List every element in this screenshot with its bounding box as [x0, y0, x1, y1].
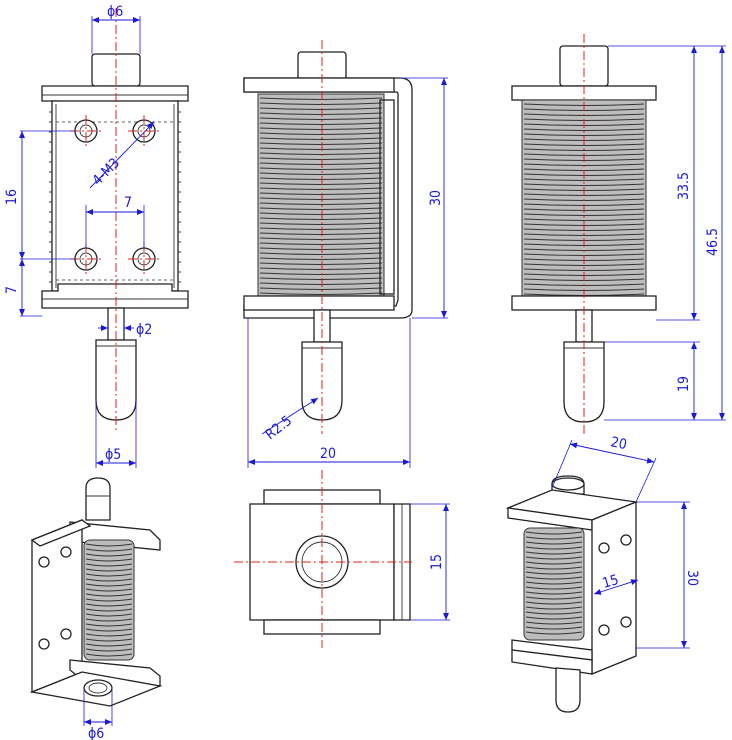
dim-iso-right-depth: 15 [601, 572, 621, 592]
dim-side-height: 30 [428, 190, 444, 206]
dim-front-hole-spacing-v: 16 [4, 189, 20, 205]
iso-right-view [505, 475, 639, 713]
dim-iso-right-height: 30 [684, 570, 700, 586]
dim-rear-total-height: 46.5 [705, 228, 721, 256]
iso-left-coil-windings [85, 543, 133, 657]
iso-left-dimensions: ϕ6 [83, 690, 113, 740]
dim-side-radius: R2.5 [263, 413, 296, 443]
dim-top-view-width: 15 [429, 554, 445, 570]
dim-front-shaft-dia: ϕ2 [136, 322, 152, 338]
dim-front-top-dia: ϕ6 [107, 4, 123, 20]
dim-side-width: 20 [320, 446, 336, 462]
top-view [234, 470, 412, 648]
iso-left-view [29, 477, 163, 707]
dim-rear-plunger-length: 19 [676, 376, 692, 392]
dim-front-hole-bottom: 7 [4, 286, 20, 294]
dim-iso-right-width: 20 [609, 434, 628, 453]
front-view [41, 8, 189, 432]
dim-rear-body-height: 33.5 [676, 172, 692, 200]
iso-right-coil-windings [525, 531, 583, 635]
top-view-dimensions: 15 [410, 503, 450, 621]
dim-iso-left-bottom-dia: ϕ6 [88, 726, 104, 740]
dim-front-plunger-dia: ϕ5 [105, 447, 121, 463]
dim-front-hole-spacing-h: 7 [124, 195, 132, 211]
side-coil-windings [259, 97, 383, 300]
rear-view [511, 34, 657, 434]
rear-view-dimensions: 33.5 46.5 19 [604, 45, 726, 421]
iso-right-dimensions: 20 30 15 [551, 434, 700, 649]
side-view [243, 40, 413, 434]
